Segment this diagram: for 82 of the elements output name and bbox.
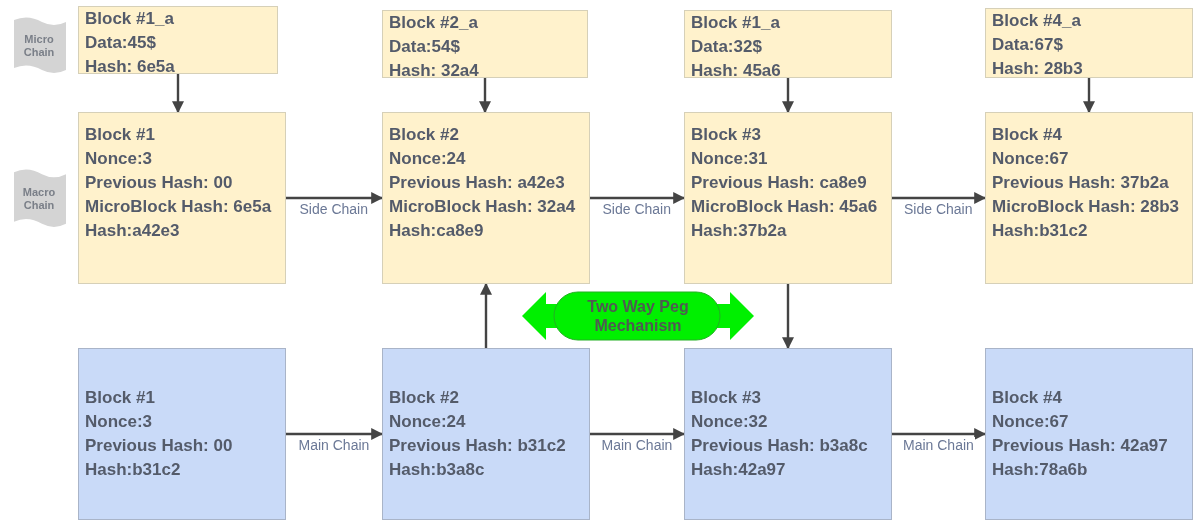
block-field-text: Nonce:24 [389, 148, 467, 170]
block-field-text: Hash: 45a6 [691, 60, 782, 82]
block-field-text: Nonce:67 [992, 411, 1070, 433]
block-field-text: Previous Hash: 00 [85, 172, 234, 194]
chain-label: Macro Chain [21, 186, 57, 212]
block-field-text: Hash: 6e5a [85, 56, 176, 78]
block-field-text: Previous Hash: 37b2a [992, 172, 1170, 194]
edge-label: Side Chain [601, 201, 672, 217]
arrow [892, 428, 987, 440]
block-field-text: MicroBlock Hash: 28b3 [992, 196, 1181, 218]
microblock-box [78, 6, 278, 74]
block-field-text: Hash:37b2a [691, 220, 788, 242]
block-field-text: MicroBlock Hash: 32a4 [389, 196, 577, 218]
block-field-text: Hash:b3a8c [389, 459, 486, 481]
edge-label: Side Chain [903, 201, 974, 217]
microblock-box [684, 10, 892, 78]
block-field-text: Block #3 [691, 124, 762, 146]
mechanism-label: Two Way Peg Mechanism [586, 297, 690, 335]
mainchain-block-box [382, 348, 590, 520]
block-field-text: Block #1 [85, 387, 156, 409]
macroblock-box [985, 112, 1193, 284]
block-field-text: Hash:78a6b [992, 459, 1089, 481]
block-field-text: Previous Hash: 42a97 [992, 435, 1169, 457]
block-field-text: Block #1 [85, 124, 156, 146]
block-field-text: Hash: 28b3 [992, 58, 1084, 80]
block-field-text: Block #4 [992, 124, 1063, 146]
edge-label: Main Chain [600, 437, 674, 453]
block-field-text: Data:54$ [389, 36, 461, 58]
block-field-text: Nonce:24 [389, 411, 467, 433]
block-field-text: Hash:b31c2 [992, 220, 1089, 242]
block-field-text: Block #4 [992, 387, 1063, 409]
microblock-box [985, 8, 1193, 78]
mainchain-block-box [78, 348, 286, 520]
arrow [782, 78, 794, 114]
arrow [286, 428, 384, 440]
block-field-text: Data:67$ [992, 34, 1064, 56]
block-field-text: Previous Hash: a42e3 [389, 172, 566, 194]
arrow [782, 284, 794, 350]
macroblock-box [684, 112, 892, 284]
block-field-text: Block #2 [389, 387, 460, 409]
arrow [590, 428, 686, 440]
edge-label: Main Chain [902, 437, 975, 453]
block-field-text: Data:45$ [85, 32, 157, 54]
macroblock-box [382, 112, 590, 284]
block-field-text: Block #4_a [992, 10, 1082, 32]
block-field-text: Hash: 32a4 [389, 60, 480, 82]
microblock-box [382, 10, 588, 78]
arrow [480, 282, 492, 348]
block-field-text: Data:32$ [691, 36, 763, 58]
arrow [1083, 78, 1095, 114]
block-field-text: Block #2 [389, 124, 460, 146]
block-field-text: Block #2_a [389, 12, 479, 34]
block-field-text: Previous Hash: b31c2 [389, 435, 567, 457]
edge-label: Side Chain [298, 201, 369, 217]
block-field-text: Nonce:3 [85, 148, 154, 170]
arrow [172, 74, 184, 114]
block-field-text: Block #1_a [85, 8, 175, 30]
block-field-text: Hash:42a97 [691, 459, 787, 481]
block-field-text: Hash:a42e3 [85, 220, 181, 242]
block-field-text: Nonce:31 [691, 148, 769, 170]
edge-label: Main Chain [297, 437, 371, 453]
block-field-text: Nonce:67 [992, 148, 1070, 170]
block-field-text: MicroBlock Hash: 6e5a [85, 196, 273, 218]
block-field-text: Previous Hash: 00 [85, 435, 234, 457]
mainchain-block-box [985, 348, 1193, 520]
arrow [892, 192, 987, 204]
block-field-text: Nonce:32 [691, 411, 769, 433]
block-field-text: Nonce:3 [85, 411, 154, 433]
chain-label: Micro Chain [22, 33, 56, 59]
block-field-text: MicroBlock Hash: 45a6 [691, 196, 879, 218]
block-field-text: Block #3 [691, 387, 762, 409]
macroblock-box [78, 112, 286, 284]
block-field-text: Hash:b31c2 [85, 459, 182, 481]
block-field-text: Previous Hash: b3a8c [691, 435, 869, 457]
block-field-text: Block #1_a [691, 12, 781, 34]
arrow [286, 192, 384, 204]
arrow [479, 78, 491, 114]
arrow [590, 192, 686, 204]
two-way-arrow-badge [520, 290, 756, 342]
mainchain-block-box [684, 348, 892, 520]
block-field-text: Hash:ca8e9 [389, 220, 485, 242]
block-field-text: Previous Hash: ca8e9 [691, 172, 868, 194]
